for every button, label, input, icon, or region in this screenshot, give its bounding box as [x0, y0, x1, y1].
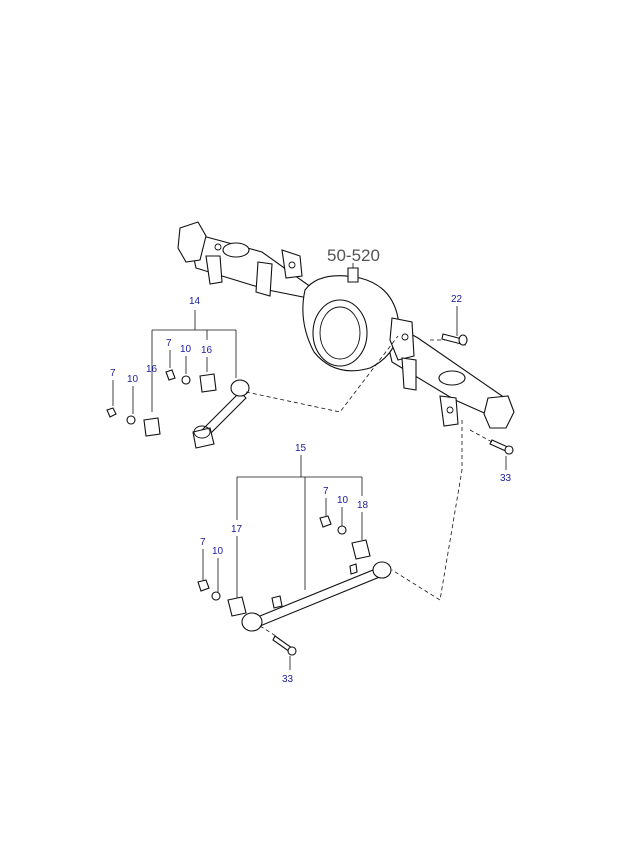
bushing-18 [351, 539, 371, 560]
callout-7-c: 7 [323, 486, 329, 497]
callout-18: 18 [357, 500, 369, 511]
callout-10-d: 10 [212, 546, 224, 557]
washer-10-d [211, 591, 221, 601]
callout-7-d: 7 [200, 537, 206, 548]
callout-10-c: 10 [337, 495, 349, 506]
callout-7-a: 7 [110, 368, 116, 379]
reference-label: 50-520 [327, 246, 380, 265]
assembly-lines [245, 335, 493, 637]
callout-10-a: 10 [127, 374, 139, 385]
rear-axle-housing [177, 221, 515, 429]
callout-17: 17 [231, 524, 243, 535]
nut-7-d [197, 579, 210, 592]
bushing-16-b [199, 373, 217, 393]
bushing-17 [227, 596, 247, 617]
callout-16-a: 16 [146, 364, 158, 375]
callout-labels: 50-520 14 7 10 16 7 10 16 22 33 15 7 10 … [110, 246, 512, 685]
callout-10-b: 10 [180, 344, 192, 355]
nut-7-a [106, 407, 117, 418]
nut-7-b [165, 369, 176, 381]
washer-10-c [337, 525, 347, 535]
fasteners [106, 333, 514, 656]
bushing-16-a [143, 417, 161, 437]
callout-16-b: 16 [201, 345, 213, 356]
nut-7-c [319, 515, 332, 528]
callout-7-b: 7 [166, 338, 172, 349]
leader-lines [112, 263, 507, 670]
callout-14: 14 [189, 296, 201, 307]
callout-15: 15 [295, 443, 307, 454]
callout-33-a: 33 [500, 473, 512, 484]
callout-22: 22 [451, 294, 463, 305]
upper-control-link [192, 379, 250, 449]
callout-33-b: 33 [282, 674, 294, 685]
washer-10-b [181, 375, 191, 385]
washer-10-a [126, 415, 136, 425]
lower-control-arm [241, 561, 392, 632]
